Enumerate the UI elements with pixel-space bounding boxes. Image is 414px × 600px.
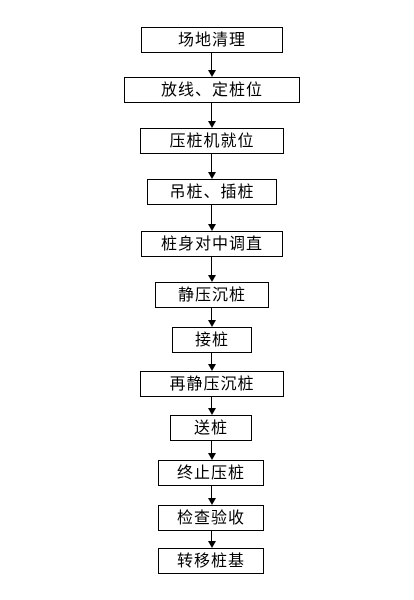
connector-line [211, 308, 212, 320]
arrowhead [208, 408, 216, 415]
step-layout-pile-positions: 放线、定桩位 [124, 77, 300, 103]
arrowhead [208, 121, 216, 128]
connector-line [211, 103, 212, 121]
connector-line [211, 397, 212, 408]
step-move-to-next-pile: 转移桩基 [158, 548, 264, 574]
connector-line [211, 154, 212, 172]
arrowhead [208, 275, 216, 282]
connector-line [211, 257, 212, 275]
arrowhead [208, 498, 216, 505]
connector-line [211, 441, 212, 453]
step-hoist-and-insert-pile: 吊桩、插桩 [147, 179, 277, 205]
arrowhead [208, 70, 216, 77]
connector-line [211, 53, 212, 70]
arrowhead [208, 541, 216, 548]
step-pile-driver-in-place: 压桩机就位 [140, 128, 284, 154]
arrowhead [208, 364, 216, 371]
arrowhead [208, 453, 216, 460]
step-splice-pile: 接桩 [172, 327, 252, 353]
arrowhead [208, 320, 216, 327]
connector-line [211, 205, 212, 224]
step-send-pile: 送桩 [170, 415, 252, 441]
connector-line [211, 353, 212, 364]
step-stop-pressing: 终止压桩 [158, 460, 264, 486]
connector-line [211, 531, 212, 541]
step-static-pressing: 静压沉桩 [155, 282, 269, 308]
step-static-pressing-again: 再静压沉桩 [140, 371, 284, 397]
connector-line [211, 486, 212, 498]
step-center-and-straighten: 桩身对中调直 [141, 231, 283, 257]
step-site-clearing: 场地清理 [141, 27, 283, 53]
arrowhead [208, 224, 216, 231]
step-inspection-acceptance: 检查验收 [158, 505, 264, 531]
arrowhead [208, 172, 216, 179]
